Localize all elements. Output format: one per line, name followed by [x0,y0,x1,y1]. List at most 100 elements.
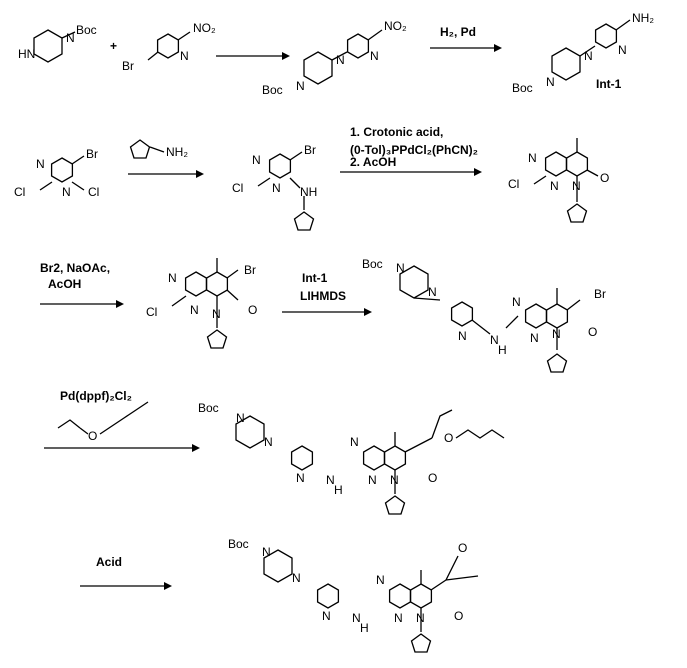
svg-text:N: N [180,49,189,63]
svg-text:N: N [618,43,627,57]
svg-text:N: N [512,295,521,309]
svg-text:Boc: Boc [512,81,533,95]
svg-text:N: N [552,327,561,341]
boc-piperazine: N Boc HN [18,23,97,63]
svg-text:Boc: Boc [228,537,249,551]
svg-text:N: N [530,331,539,345]
cyclopentylamine: NH₂ [129,139,188,159]
arrow-step-0 [216,52,290,60]
reagent-step-3b: (0-Tol)₃PPdCl₂(PhCN)₂ [350,143,478,157]
svg-text:Boc: Boc [362,257,383,271]
svg-text:Cl: Cl [232,181,243,195]
reagent-step-3c: 2. AcOH [350,155,396,169]
svg-text:N: N [428,285,437,299]
svg-text:Cl: Cl [14,185,25,199]
svg-text:O: O [248,303,257,317]
svg-text:N: N [396,261,405,275]
svg-text:N: N [350,435,359,449]
svg-text:N: N [322,609,331,623]
svg-text:N: N [584,49,593,63]
svg-text:O: O [458,541,467,555]
svg-text:N: N [528,151,537,165]
palbociclib-boc-product: N N Boc N N H N N N O O [228,537,479,653]
svg-text:N: N [296,79,305,93]
boc-bromo-intermediate: N N Boc N N H N N N Br O [362,257,606,373]
int-1-label: Int-1 [596,77,622,91]
svg-text:Boc: Boc [76,23,97,37]
reagent-step-1: H₂, Pd [440,25,476,39]
svg-text:Cl: Cl [146,305,157,319]
svg-text:N: N [368,473,377,487]
svg-text:O: O [444,431,453,445]
svg-text:O: O [454,609,463,623]
svg-text:O: O [600,171,609,185]
reagent-step-4b: AcOH [48,277,81,291]
svg-text:Cl: Cl [88,185,99,199]
svg-text:Boc: Boc [262,83,283,97]
svg-text:N: N [572,179,581,193]
svg-text:N: N [326,473,335,487]
butyl-vinyl-ether: O [57,401,149,443]
svg-text:Br: Br [244,263,256,277]
svg-text:N: N [416,611,425,625]
chloro-bromo-cyclopentylaminopyrimidine: N N Br Cl NH [232,143,317,231]
int-1-structure: N N N NH₂ Boc Int-1 [512,11,654,95]
svg-text:Br: Br [304,143,316,157]
chloro-pyridopyrimidinone: N N N O Cl [508,138,609,223]
svg-text:H: H [334,483,343,497]
svg-text:NO₂: NO₂ [384,19,407,33]
svg-text:NH: NH [300,185,317,199]
svg-text:NH₂: NH₂ [632,11,654,25]
svg-text:N: N [336,53,345,67]
svg-text:N: N [62,185,71,199]
svg-text:O: O [88,429,97,443]
svg-text:Cl: Cl [508,177,519,191]
svg-text:N: N [36,157,45,171]
svg-text:Br: Br [594,287,606,301]
svg-text:N: N [390,473,399,487]
reagent-step-4a: Br2, NaOAc, [40,261,110,275]
arrow-step-4 [40,300,124,308]
bromo-chloro-pyridopyrimidinone: N N N Br O Cl [146,258,257,349]
svg-text:N: N [292,571,301,585]
boc-piperazinyl-nitropyridine: N N N NO₂ Boc [262,19,407,97]
svg-text:N: N [550,179,559,193]
bromo-nitropyridine: N NO₂ Br [122,21,216,73]
svg-text:N: N [394,611,403,625]
svg-text:O: O [588,325,597,339]
boc-vinyl-ether-intermediate: N N Boc N N H N N N O O [198,401,505,515]
svg-text:N: N [458,329,467,343]
svg-text:Boc: Boc [198,401,219,415]
plus-sign: + [110,39,117,53]
arrow-step-1 [430,44,502,52]
reagent-step-3a: 1. Crotonic acid, [350,125,443,139]
svg-text:O: O [428,471,437,485]
svg-text:NH₂: NH₂ [166,145,188,159]
reagent-step-7: Acid [96,555,122,569]
arrow-step-6 [44,444,200,452]
svg-text:N: N [264,435,273,449]
svg-text:N: N [546,75,555,89]
svg-text:Br: Br [86,147,98,161]
reagent-step-5b: LIHMDS [300,289,346,303]
svg-text:N: N [296,471,305,485]
reagent-step-6: Pd(dppf)₂Cl₂ [60,389,132,403]
arrow-step-3 [340,168,482,176]
trichloro-bromopyrimidine: N N Br Cl Cl [14,147,99,199]
svg-text:N: N [376,573,385,587]
arrow-step-7 [80,582,172,590]
svg-text:N: N [66,31,75,45]
svg-text:N: N [190,303,199,317]
svg-text:N: N [262,545,271,559]
arrow-step-2 [128,170,204,178]
svg-text:Br: Br [122,59,134,73]
svg-text:N: N [252,153,261,167]
svg-text:N: N [490,333,499,347]
svg-text:N: N [370,49,379,63]
svg-text:H: H [360,621,369,635]
svg-text:N: N [352,611,361,625]
svg-text:N: N [236,411,245,425]
arrow-step-5 [282,308,372,316]
svg-text:HN: HN [18,47,35,61]
